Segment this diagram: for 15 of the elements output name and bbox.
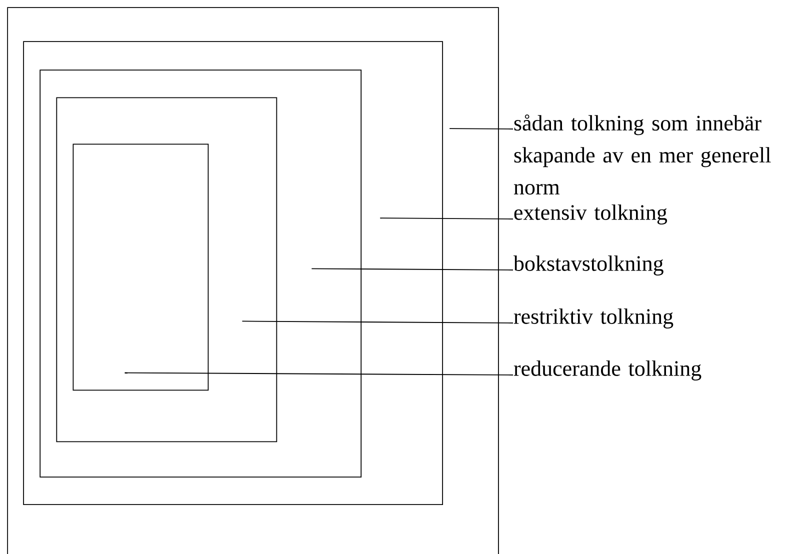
- label-text: bokstavstolkning: [513, 255, 664, 276]
- leader-line: [242, 320, 514, 324]
- label-text: sådan tolkning som innebär skapande av en mer generell norm: [514, 114, 771, 195]
- leader-line: [449, 128, 514, 130]
- label-text: restriktiv tolkning: [514, 308, 674, 328]
- leader-line: [124, 372, 514, 376]
- nested-box: [72, 144, 209, 391]
- label-text: extensiv tolkning: [514, 204, 668, 224]
- leader-line: [311, 268, 514, 270]
- label-text: reducerande tolkning: [514, 360, 702, 380]
- nested-box: [40, 70, 362, 478]
- nested-box: [56, 97, 278, 442]
- nested-box: [23, 41, 443, 505]
- frame-box: [7, 7, 499, 554]
- leader-line: [380, 218, 514, 220]
